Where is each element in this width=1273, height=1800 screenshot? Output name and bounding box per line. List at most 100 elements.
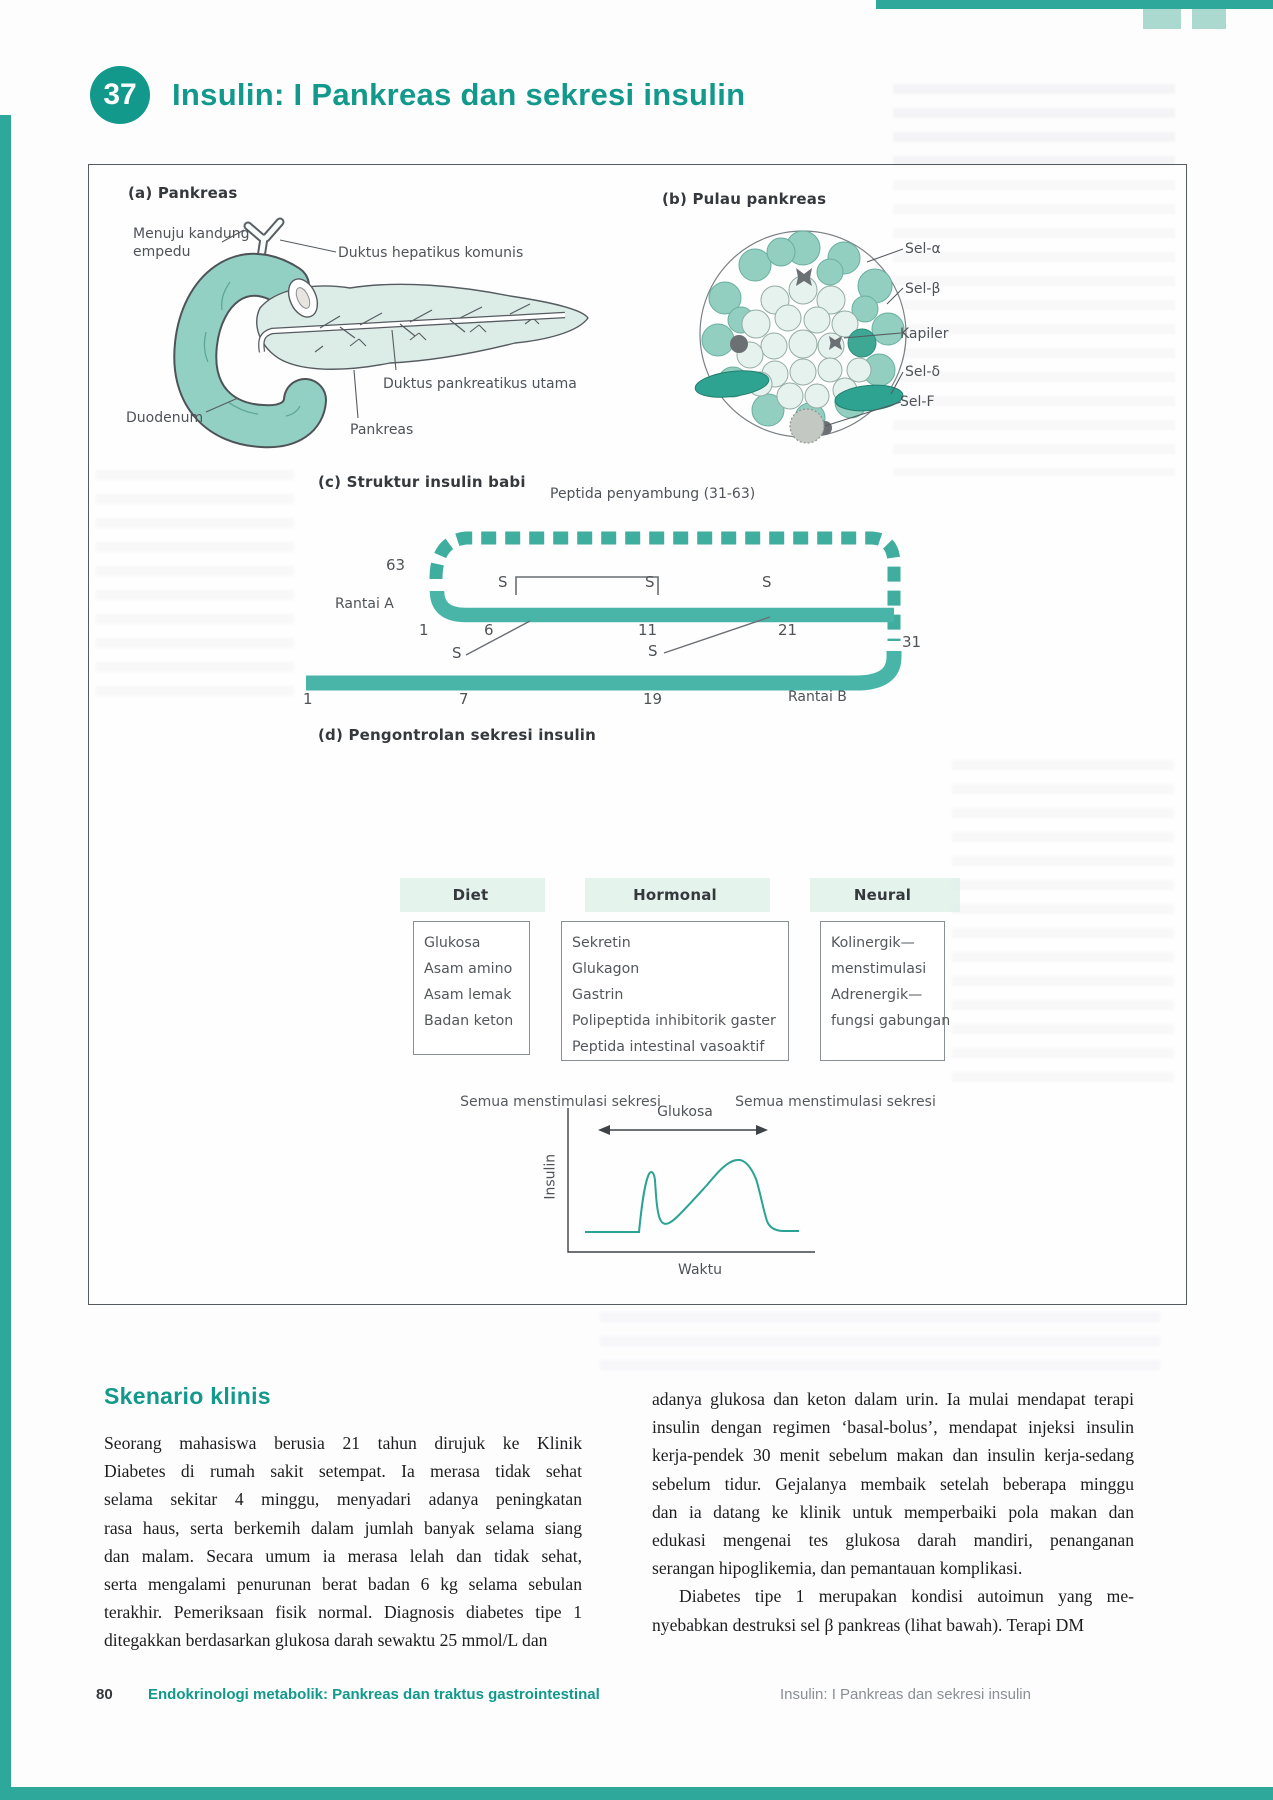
sulfur-label: S <box>645 573 655 591</box>
text-line: kerja-pendek 30 menit sebelum makan dan … <box>652 1445 1134 1466</box>
label-f-cell: Sel-F <box>900 394 935 410</box>
panel-d-title: (d) Pengontrolan sekresi insulin <box>318 726 597 744</box>
panel-a-leader-lines <box>205 229 397 419</box>
top-right-edge-bar <box>876 0 1273 9</box>
bleed-through-patch <box>1192 9 1226 29</box>
sulfur-label: S <box>498 573 508 591</box>
graph-x-axis-label: Waktu <box>678 1262 722 1278</box>
graph-glucose-label: Glukosa <box>657 1104 713 1120</box>
text-line: Diabetes di rumah sakit setempat. Ia mer… <box>104 1461 582 1482</box>
ghost-text-block <box>96 470 294 710</box>
a-chain-pos-11: 11 <box>638 621 658 639</box>
list-item: Sekretin <box>572 935 631 951</box>
text-line: terakhir. Pemeriksaan fisik normal. Diag… <box>104 1602 582 1623</box>
hormonal-list-box: Sekretin Glukagon Gastrin Polipeptida in… <box>561 921 789 1061</box>
footer-chapter-title: Insulin: I Pankreas dan sekresi insulin <box>780 1686 1031 1703</box>
delta-cells <box>694 370 904 412</box>
text-line: selama sekitar 4 minggu, menyadari adany… <box>104 1489 582 1510</box>
text-line: rasa haus, serta berkemih dalam jumlah b… <box>104 1517 582 1538</box>
clinical-heading: Skenario klinis <box>104 1383 271 1409</box>
disulfide-bracket <box>515 576 659 595</box>
ghost-text-block <box>893 84 1175 476</box>
label-alpha-cell: Sel-α <box>905 241 941 257</box>
page-title: Insulin: I Pankreas dan sekresi insulin <box>172 77 746 112</box>
sulfur-label: S <box>648 642 658 660</box>
list-item: Asam amino <box>424 961 513 977</box>
label-hepatic-duct: Duktus hepatikus komunis <box>338 245 524 261</box>
b-chain-pos-1: 1 <box>303 690 313 708</box>
figure-frame <box>88 164 1187 1305</box>
list-item: Glukagon <box>572 961 640 977</box>
label-chain-b: Rantai B <box>788 689 847 705</box>
chapter-number-badge: 37 <box>90 66 150 124</box>
bleed-through-patch <box>1143 9 1181 29</box>
f-cell <box>789 408 825 444</box>
text-line: edukasi mengenai tes glukosa darah mandi… <box>652 1529 1134 1550</box>
text-line: Diabetes tipe 1 merupakan kondisi autoim… <box>679 1586 1134 1607</box>
list-item: Glukosa <box>424 935 481 951</box>
panel-a-title: (a) Pankreas <box>128 184 238 202</box>
a-chain-pos-6: 6 <box>484 621 494 639</box>
position-31: 31 <box>902 633 922 651</box>
glucose-duration-arrow <box>598 1125 768 1135</box>
b-chain <box>306 651 902 691</box>
list-item: fungsi gabungan <box>831 1013 951 1029</box>
panel-c-title: (c) Struktur insulin babi <box>318 473 526 491</box>
a-chain-pos-21: 21 <box>778 621 798 639</box>
column-header-hormonal: Hormonal <box>633 886 717 904</box>
text-line: ditegakkan berdasarkan glukosa darah sew… <box>104 1630 548 1651</box>
label-chain-a: Rantai A <box>335 596 394 612</box>
panel-b-title: (b) Pulau pankreas <box>662 190 827 208</box>
label-delta-cell: Sel-δ <box>905 364 941 380</box>
footer-section-title: Endokrinologi metabolik: Pankreas dan tr… <box>148 1686 600 1703</box>
list-item: Badan keton <box>424 1013 514 1029</box>
clinical-right-column: adanya glukosa dan keton dalam urin. Ia … <box>652 1385 1134 1639</box>
label-pancreatic-duct: Duktus pankreatikus utama <box>383 376 577 392</box>
column-header-neural: Neural <box>853 886 912 904</box>
b-chain-pos-7: 7 <box>459 690 469 708</box>
duodenum-shape <box>173 252 327 449</box>
neural-list-box: Kolinergik— menstimulasi Adrenergik— fun… <box>820 921 951 1061</box>
c-peptide-chain <box>429 531 901 641</box>
ghost-text-block <box>952 760 1174 1090</box>
duodenum-cut-end <box>287 278 319 318</box>
graph-axes <box>567 1108 815 1253</box>
column-header-diet: Diet <box>452 886 489 904</box>
left-edge-bar <box>0 115 11 1800</box>
label-beta-cell: Sel-β <box>905 281 941 297</box>
chapter-number: 37 <box>103 78 137 111</box>
text-line: Seorang mahasiswa berusia 21 tahun diruj… <box>104 1433 582 1453</box>
insulin-chains <box>306 531 902 691</box>
text-line: dan malam. Secara umum ia merasa lelah d… <box>104 1545 582 1566</box>
insulin-curve <box>585 1158 799 1233</box>
diet-list-box: Glukosa Asam amino Asam lemak Badan keto… <box>413 921 530 1055</box>
label-gallbladder: Menuju kandung empedu <box>133 226 250 260</box>
panel-b-leader-lines <box>824 248 904 427</box>
clinical-left-column: Seorang mahasiswa berusia 21 tahun diruj… <box>104 1429 582 1655</box>
list-item: menstimulasi <box>831 961 927 977</box>
text-line: adanya glukosa dan keton dalam urin. Ia … <box>652 1389 1134 1409</box>
disulfide-bonds <box>465 616 771 656</box>
text-line: serangan hipoglikemia, dan pemantauan ko… <box>652 1558 1023 1579</box>
teal-cell <box>847 328 877 358</box>
text-line: dan ia datang ke klinik untuk memperbaik… <box>652 1501 1134 1522</box>
note-stimulate-left: Semua menstimulasi sekresi <box>460 1094 661 1110</box>
list-item: Asam lemak <box>424 987 512 1003</box>
sulfur-label: S <box>762 573 772 591</box>
list-item: Kolinergik— <box>831 935 915 951</box>
highlight-patch <box>810 878 960 912</box>
list-item: Adrenergik— <box>831 987 923 1003</box>
list-item: Peptida intestinal vasoaktif <box>572 1039 765 1055</box>
text-line: insulin dengan regimen ‘basal-bolus’, me… <box>652 1417 1134 1438</box>
list-item: Polipeptida inhibitorik gaster <box>572 1013 776 1029</box>
pancreas-shape <box>256 283 589 370</box>
text-line: nyebabkan destruksi sel β pankreas (liha… <box>652 1614 1084 1635</box>
label-capillary: Kapiler <box>900 326 949 342</box>
b-chain-pos-19: 19 <box>643 690 663 708</box>
a-chain-pos-1: 1 <box>419 621 429 639</box>
pancreas-drawing <box>173 217 589 449</box>
note-stimulate-right: Semua menstimulasi sekresi <box>735 1094 936 1110</box>
text-line: sebelum tidur. Gejalanya membaik setelah… <box>652 1473 1134 1494</box>
highlight-patch <box>400 878 545 912</box>
a-chain <box>429 590 894 623</box>
